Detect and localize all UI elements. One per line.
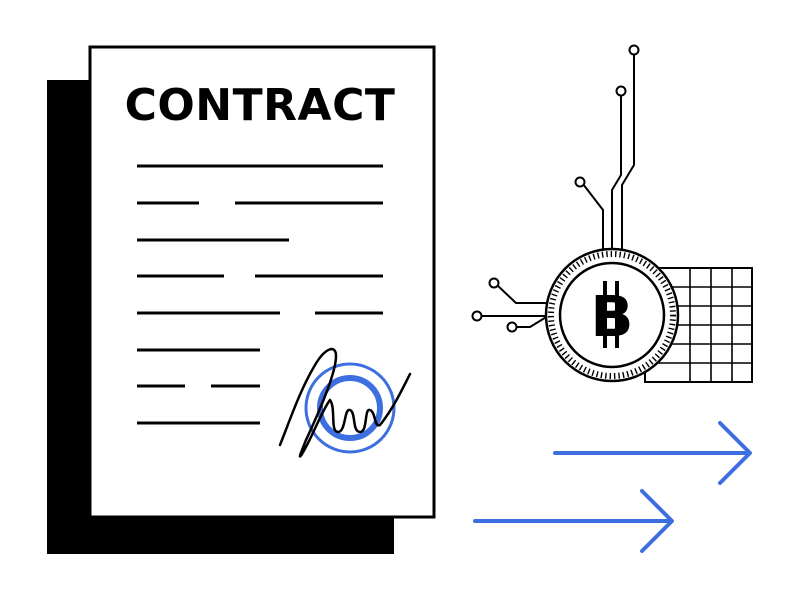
document-text-lines: [137, 164, 383, 425]
bitcoin-coin-icon: B: [544, 247, 680, 383]
lower-arrow: [473, 489, 674, 553]
bitcoin-symbol: B: [591, 281, 634, 350]
arrow-right-icon: [473, 421, 752, 553]
circuit-trace: [496, 284, 548, 304]
circuit-trace: [512, 315, 549, 328]
circuit-node: [506, 321, 518, 333]
circuit-trace: [611, 93, 622, 250]
circuit-trace: [582, 183, 604, 250]
contract-document-icon: CONTRACT: [47, 45, 436, 554]
coin-inner-face: [558, 261, 666, 369]
circuit-traces-icon: [471, 44, 640, 333]
signature-scribble: [278, 347, 412, 458]
signature-seal-icon: [278, 347, 412, 458]
circuit-node: [615, 85, 627, 97]
upper-arrow: [553, 421, 752, 485]
bitcoin-letter: B: [591, 285, 634, 350]
circuit-node: [471, 310, 483, 322]
seal-outer-ring: [304, 362, 396, 454]
document-paper: [88, 45, 436, 519]
circuit-node: [488, 277, 500, 289]
coin-reeded-edge: [548, 251, 676, 379]
circuit-trace: [621, 54, 635, 250]
circuit-node: [574, 176, 586, 188]
circuit-node: [628, 44, 640, 56]
contract-title: CONTRACT: [125, 80, 396, 131]
